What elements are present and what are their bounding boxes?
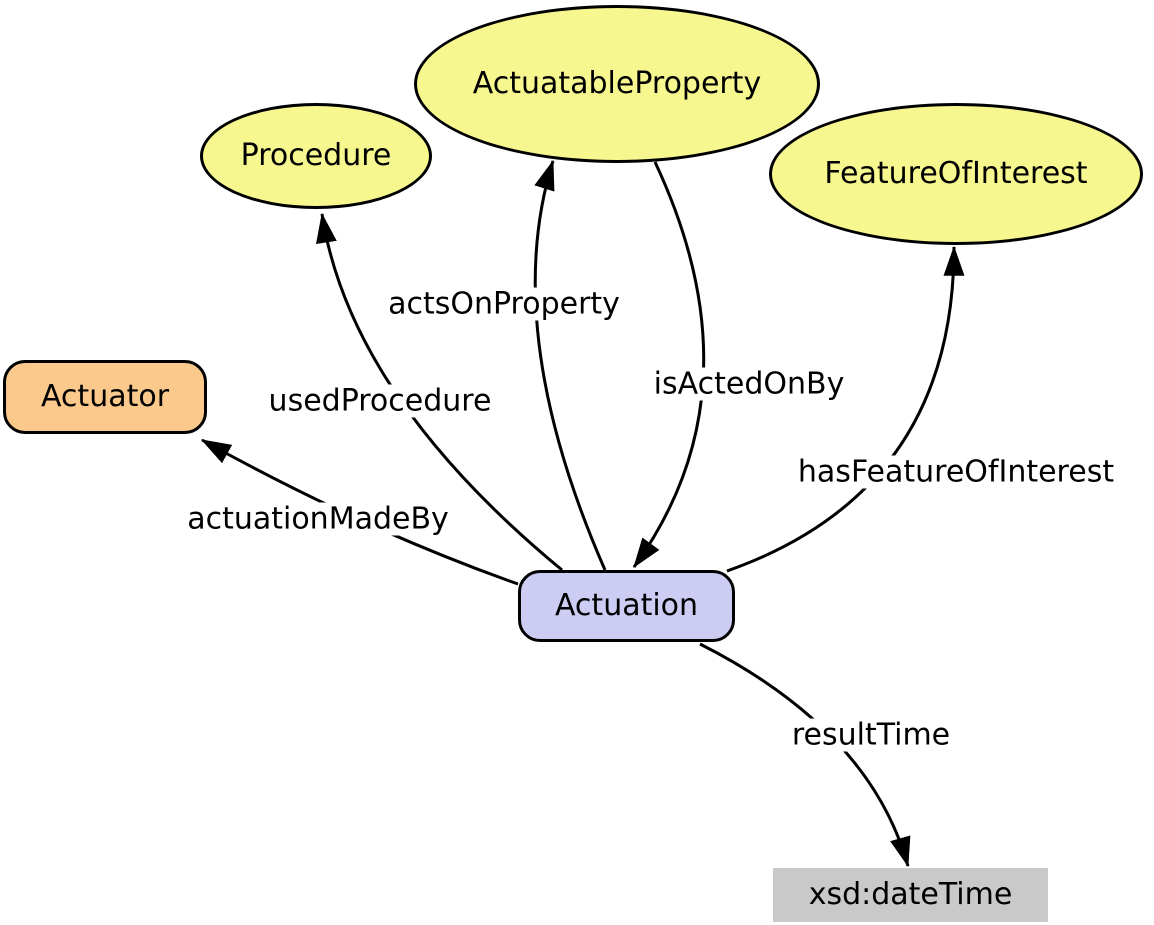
edge-is-acted-on-by bbox=[632, 161, 706, 568]
node-actuator-class: Actuator bbox=[3, 360, 207, 434]
edge-result-time bbox=[699, 642, 911, 868]
node-actuator-label: Actuator bbox=[40, 379, 170, 414]
edge-label-is-acted-on-by: isActedOnBy bbox=[649, 367, 849, 401]
node-xsd-datetime-label: xsd:dateTime bbox=[808, 877, 1013, 912]
node-actuatable-property-label: ActuatableProperty bbox=[472, 66, 762, 101]
edge-has-feature-of-interest bbox=[726, 245, 965, 573]
node-feature-of-interest-class: FeatureOfInterest bbox=[769, 103, 1143, 245]
node-actuation-class: Actuation bbox=[518, 570, 735, 642]
node-actuatable-property-class: ActuatableProperty bbox=[414, 5, 820, 163]
node-procedure-label: Procedure bbox=[240, 138, 392, 173]
node-actuation-label: Actuation bbox=[554, 588, 699, 623]
node-procedure-class: Procedure bbox=[200, 103, 432, 209]
node-xsd-datetime-literal: xsd:dateTime bbox=[773, 868, 1048, 922]
edge-label-used-procedure: usedProcedure bbox=[264, 384, 496, 418]
edge-label-has-feature-of-interest: hasFeatureOfInterest bbox=[793, 455, 1119, 489]
edge-label-result-time: resultTime bbox=[787, 718, 955, 752]
node-feature-of-interest-label: FeatureOfInterest bbox=[824, 156, 1088, 191]
edge-acts-on-property bbox=[533, 159, 607, 571]
edge-label-acts-on-property: actsOnProperty bbox=[384, 287, 624, 321]
edge-label-actuation-made-by: actuationMadeBy bbox=[183, 502, 453, 536]
